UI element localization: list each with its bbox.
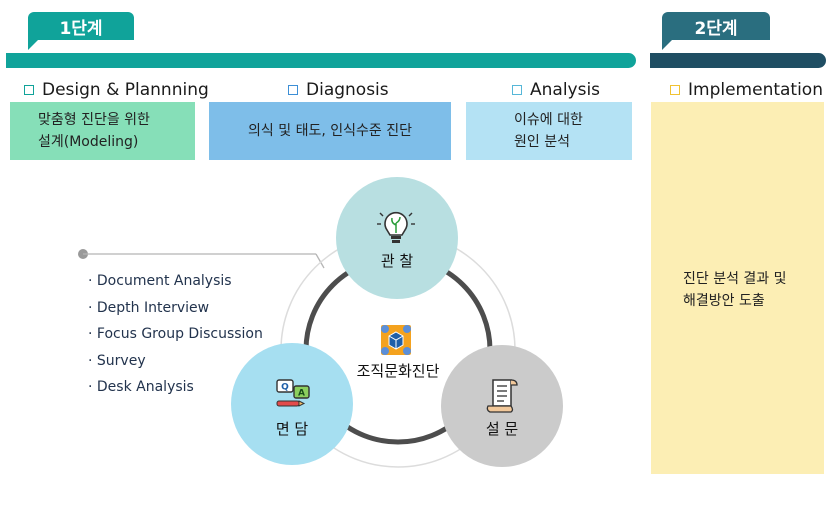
stage-2-bar bbox=[650, 53, 826, 68]
phase-implementation-box: 진단 분석 결과 및 해결방안 도출 bbox=[651, 102, 824, 474]
scroll-icon bbox=[486, 379, 518, 413]
stage-1-bar bbox=[6, 53, 636, 68]
method-item: · Desk Analysis bbox=[88, 379, 194, 395]
qa-chat-icon: Q A bbox=[276, 379, 310, 407]
svg-text:Q: Q bbox=[281, 383, 289, 393]
phase-design-title: Design & Plannning bbox=[42, 80, 209, 100]
square-bullet-icon bbox=[670, 85, 680, 95]
phase-design-box: 맞춤형 진단을 위한 설계(Modeling) bbox=[10, 102, 195, 160]
connector-line bbox=[315, 253, 325, 269]
node-observation-label: 관 찰 bbox=[380, 252, 414, 270]
method-item: · Depth Interview bbox=[88, 299, 210, 316]
method-list: · Document Analysis · Depth Interview · … bbox=[88, 268, 263, 401]
stage-2-tab: 2단계 bbox=[662, 12, 770, 50]
square-bullet-icon bbox=[288, 85, 298, 95]
stage-2-label: 2단계 bbox=[694, 18, 738, 39]
node-survey-label: 설 문 bbox=[485, 420, 519, 438]
org-diagnosis-icon bbox=[381, 325, 411, 355]
phase-analysis-title: Analysis bbox=[530, 80, 601, 100]
method-item: · Focus Group Discussion bbox=[88, 326, 263, 342]
svg-text:A: A bbox=[298, 389, 305, 399]
method-item: · Document Analysis bbox=[88, 273, 232, 289]
center-label: 조직문화진단 bbox=[356, 362, 440, 380]
node-interview-label: 면 담 bbox=[275, 420, 309, 438]
stage-1-label: 1단계 bbox=[59, 18, 103, 39]
phase-analysis-heading: Analysis bbox=[512, 80, 600, 100]
phase-implementation-title: Implementation bbox=[688, 80, 823, 100]
square-bullet-icon bbox=[512, 85, 522, 95]
phase-diagnosis-title: Diagnosis bbox=[306, 80, 389, 100]
phase-design-heading: Design & Plannning bbox=[24, 80, 209, 100]
phase-diagnosis-heading: Diagnosis bbox=[288, 80, 389, 100]
lightbulb-icon bbox=[377, 211, 415, 243]
method-item: · Survey bbox=[88, 352, 146, 369]
phase-diagnosis-box: 의식 및 태도, 인식수준 진단 bbox=[209, 102, 451, 160]
phase-implementation-heading: Implementation bbox=[670, 80, 823, 100]
phase-analysis-box: 이슈에 대한 원인 분석 bbox=[466, 102, 632, 160]
stage-1-tab: 1단계 bbox=[28, 12, 134, 50]
square-bullet-icon bbox=[24, 85, 34, 95]
